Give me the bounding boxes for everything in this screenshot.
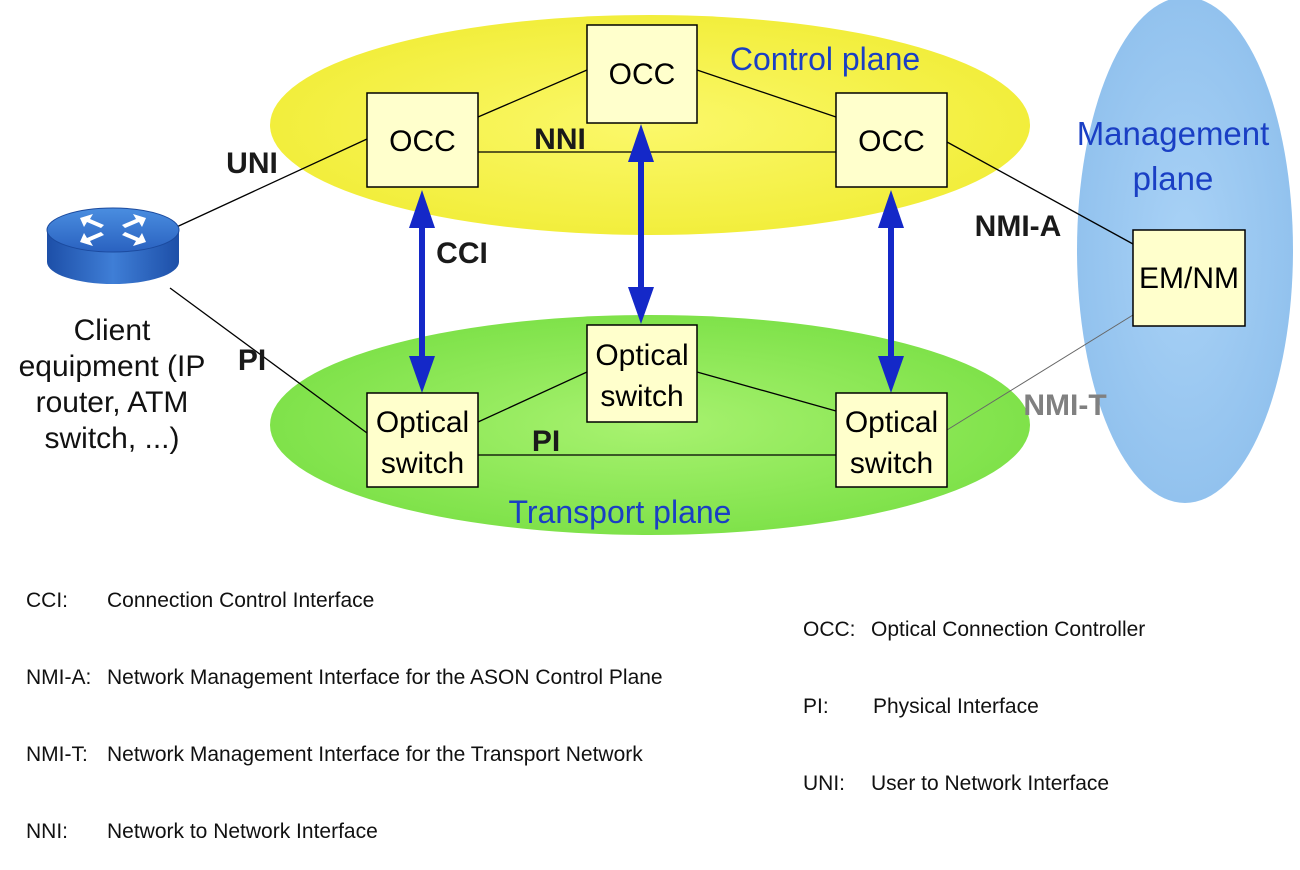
nni-label: NNI [534, 123, 586, 156]
legend-left: CCI: Connection Control Interface NMI-A:… [26, 538, 663, 870]
ason-architecture-diagram: OCC OCC OCC Optical switch Optical switc… [19, 0, 1293, 535]
occ-node-left: OCC [366, 92, 479, 188]
legend-key: NMI-T: [26, 742, 88, 766]
legend-desc: Physical Interface [873, 694, 1039, 718]
optical-switch-left: Optical switch [366, 392, 479, 488]
legend-key: NMI-A: [26, 665, 92, 689]
legend-row-pi: PI: Physical Interface [803, 692, 1145, 721]
cci-arrow-right [878, 190, 904, 393]
switch-left-label-2: switch [381, 447, 464, 480]
pi-client-link [169, 287, 368, 434]
control-plane-title: Control plane [730, 41, 920, 77]
nmi-t-link [946, 314, 1134, 431]
legend-key: UNI: [803, 771, 845, 795]
legend-desc: Optical Connection Controller [871, 617, 1146, 641]
switch-right-label-2: switch [850, 447, 933, 480]
management-plane-title-1: Management [1077, 115, 1270, 152]
em-nm-label: EM/NM [1139, 262, 1239, 295]
router-icon [46, 207, 180, 284]
legend-key: NNI: [26, 819, 68, 843]
legend-row-occ: OCC: Optical Connection Controller [803, 615, 1145, 644]
nmi-t-label: NMI-T [1023, 389, 1106, 422]
switch-mid-label-1: Optical [595, 339, 688, 372]
switch-mid-label-2: switch [600, 380, 683, 413]
legend-key: CCI: [26, 588, 68, 612]
uni-label: UNI [226, 147, 278, 180]
nni-link-left-top [477, 69, 588, 118]
em-nm-node: EM/NM [1132, 229, 1246, 327]
nmi-a-label: NMI-A [975, 210, 1062, 243]
legend-desc: Network Management Interface for the ASO… [107, 665, 663, 689]
cci-arrow-left [409, 190, 435, 393]
legend-desc: Network Management Interface for the Tra… [107, 742, 643, 766]
legend-row-nmi-a: NMI-A: Network Management Interface for … [26, 663, 663, 692]
occ-node-top: OCC [586, 24, 698, 124]
nmi-a-link [946, 141, 1134, 245]
legend-desc: Network to Network Interface [107, 819, 378, 843]
optical-switch-right: Optical switch [835, 392, 948, 488]
occ-top-label: OCC [609, 58, 676, 91]
management-plane-title-2: plane [1133, 160, 1214, 197]
pi-transport-label: PI [532, 425, 560, 458]
legend-desc: User to Network Interface [871, 771, 1110, 795]
pi-link-mid-right [696, 371, 837, 412]
optical-switch-middle: Optical switch [586, 324, 698, 423]
nni-link-top-right [696, 69, 837, 118]
client-label-3: router, ATM [36, 386, 189, 419]
cci-arrow-middle [628, 124, 654, 324]
legend-row-nmi-t: NMI-T: Network Management Interface for … [26, 740, 663, 769]
occ-right-label: OCC [858, 125, 925, 158]
legend-desc: Connection Control Interface [107, 588, 375, 612]
legend-row-cci: CCI: Connection Control Interface [26, 586, 663, 615]
switch-right-label-1: Optical [845, 406, 938, 439]
cci-arrows [409, 124, 904, 393]
legend-row-uni: UNI: User to Network Interface [803, 769, 1145, 798]
client-label-4: switch, ...) [44, 422, 179, 455]
connection-lines [169, 69, 1134, 456]
transport-plane-title: Transport plane [509, 494, 732, 530]
legend-row-nni: NNI: Network to Network Interface [26, 817, 663, 846]
legend-key: OCC: [803, 617, 856, 641]
pi-client-label: PI [238, 344, 266, 377]
client-label-1: Client [74, 314, 151, 347]
occ-left-label: OCC [389, 125, 456, 158]
client-label-2: equipment (IP [19, 350, 206, 383]
legend-right: OCC: Optical Connection Controller PI: P… [803, 567, 1145, 822]
legend-key: PI: [803, 694, 829, 718]
cci-label: CCI [436, 237, 488, 270]
uni-link [169, 138, 368, 231]
occ-node-right: OCC [835, 92, 948, 188]
switch-left-label-1: Optical [376, 406, 469, 439]
pi-link-left-mid [477, 371, 588, 423]
